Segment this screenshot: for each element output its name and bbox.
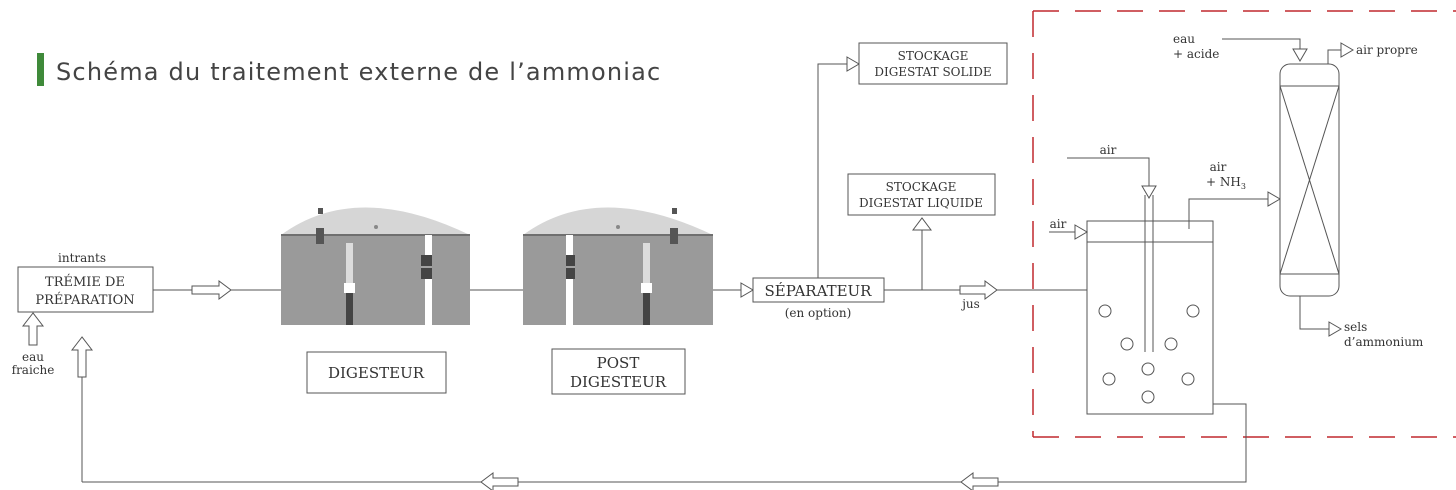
fraiche-label: fraiche <box>12 363 55 377</box>
air-bubbles <box>1098 304 1200 404</box>
recirculation-left-arrow-1 <box>480 472 519 490</box>
eau-acide-label-line1: eau <box>1173 32 1195 46</box>
nh3-label: + NH3 <box>1206 175 1246 191</box>
digester-label-box <box>306 351 447 394</box>
separator-option-label: (en option) <box>785 306 852 320</box>
solid-storage-box <box>858 42 1008 85</box>
ammonium-salts-label-line1: sels <box>1344 320 1367 334</box>
jus-flow-arrow <box>959 280 998 300</box>
eau-acide-label-line2: + acide <box>1173 47 1219 61</box>
jus-label: jus <box>960 297 980 311</box>
liquid-storage-arrow <box>912 217 932 231</box>
post-digester-tank <box>523 207 713 325</box>
tremie-label-line2: PRÉPARATION <box>35 292 134 308</box>
eau-label: eau <box>22 350 44 364</box>
air-top-label: air <box>1100 143 1117 157</box>
diagram-title: Schéma du traitement externe de l’ammoni… <box>56 58 661 86</box>
stripping-unit-boundary <box>1032 10 1456 438</box>
ammonium-salts-arrow <box>1328 321 1342 337</box>
title-accent-bar <box>37 53 44 86</box>
stripping-tank <box>1086 220 1214 415</box>
flow-arrow-to-digester <box>191 280 232 300</box>
air-left-arrow <box>1074 224 1088 240</box>
separator-inlet-arrow <box>740 282 754 298</box>
clean-air-label: air propre <box>1356 43 1418 57</box>
digester-label: DIGESTEUR <box>328 364 425 382</box>
tremie-box <box>17 266 154 313</box>
eau-acide-arrow <box>1292 48 1308 62</box>
digester-tank <box>281 207 470 325</box>
recirculation-left-arrow-2 <box>960 472 999 490</box>
post-digester-label-box <box>551 348 686 395</box>
intrants-label: intrants <box>58 251 106 265</box>
scrubber-column <box>1279 63 1340 297</box>
ammonium-salts-label-line2: d’ammonium <box>1344 335 1424 349</box>
post-digester-label-line2: DIGESTEUR <box>570 373 667 391</box>
clean-air-arrow <box>1340 42 1354 58</box>
liquid-storage-box <box>847 173 996 216</box>
recirculation-up-arrow <box>70 336 94 378</box>
separator-box <box>752 277 885 303</box>
air-nh3-arrow <box>1267 191 1281 207</box>
liquid-storage-label-line2: DIGESTAT LIQUIDE <box>859 196 983 210</box>
solid-storage-label-line2: DIGESTAT SOLIDE <box>874 65 991 79</box>
liquid-storage-label-line1: STOCKAGE <box>886 180 957 194</box>
post-digester-label-line1: POST <box>597 354 640 372</box>
separator-label: SÉPARATEUR <box>765 282 873 300</box>
solid-storage-label-line1: STOCKAGE <box>898 49 969 63</box>
air-nh3-label: air <box>1210 160 1227 174</box>
eau-fraiche-arrow <box>21 312 45 346</box>
tremie-label-line1: TRÉMIE DE <box>45 274 125 290</box>
solid-storage-arrow <box>846 56 860 72</box>
air-top-arrow <box>1141 185 1157 199</box>
air-left-label: air <box>1050 217 1067 231</box>
